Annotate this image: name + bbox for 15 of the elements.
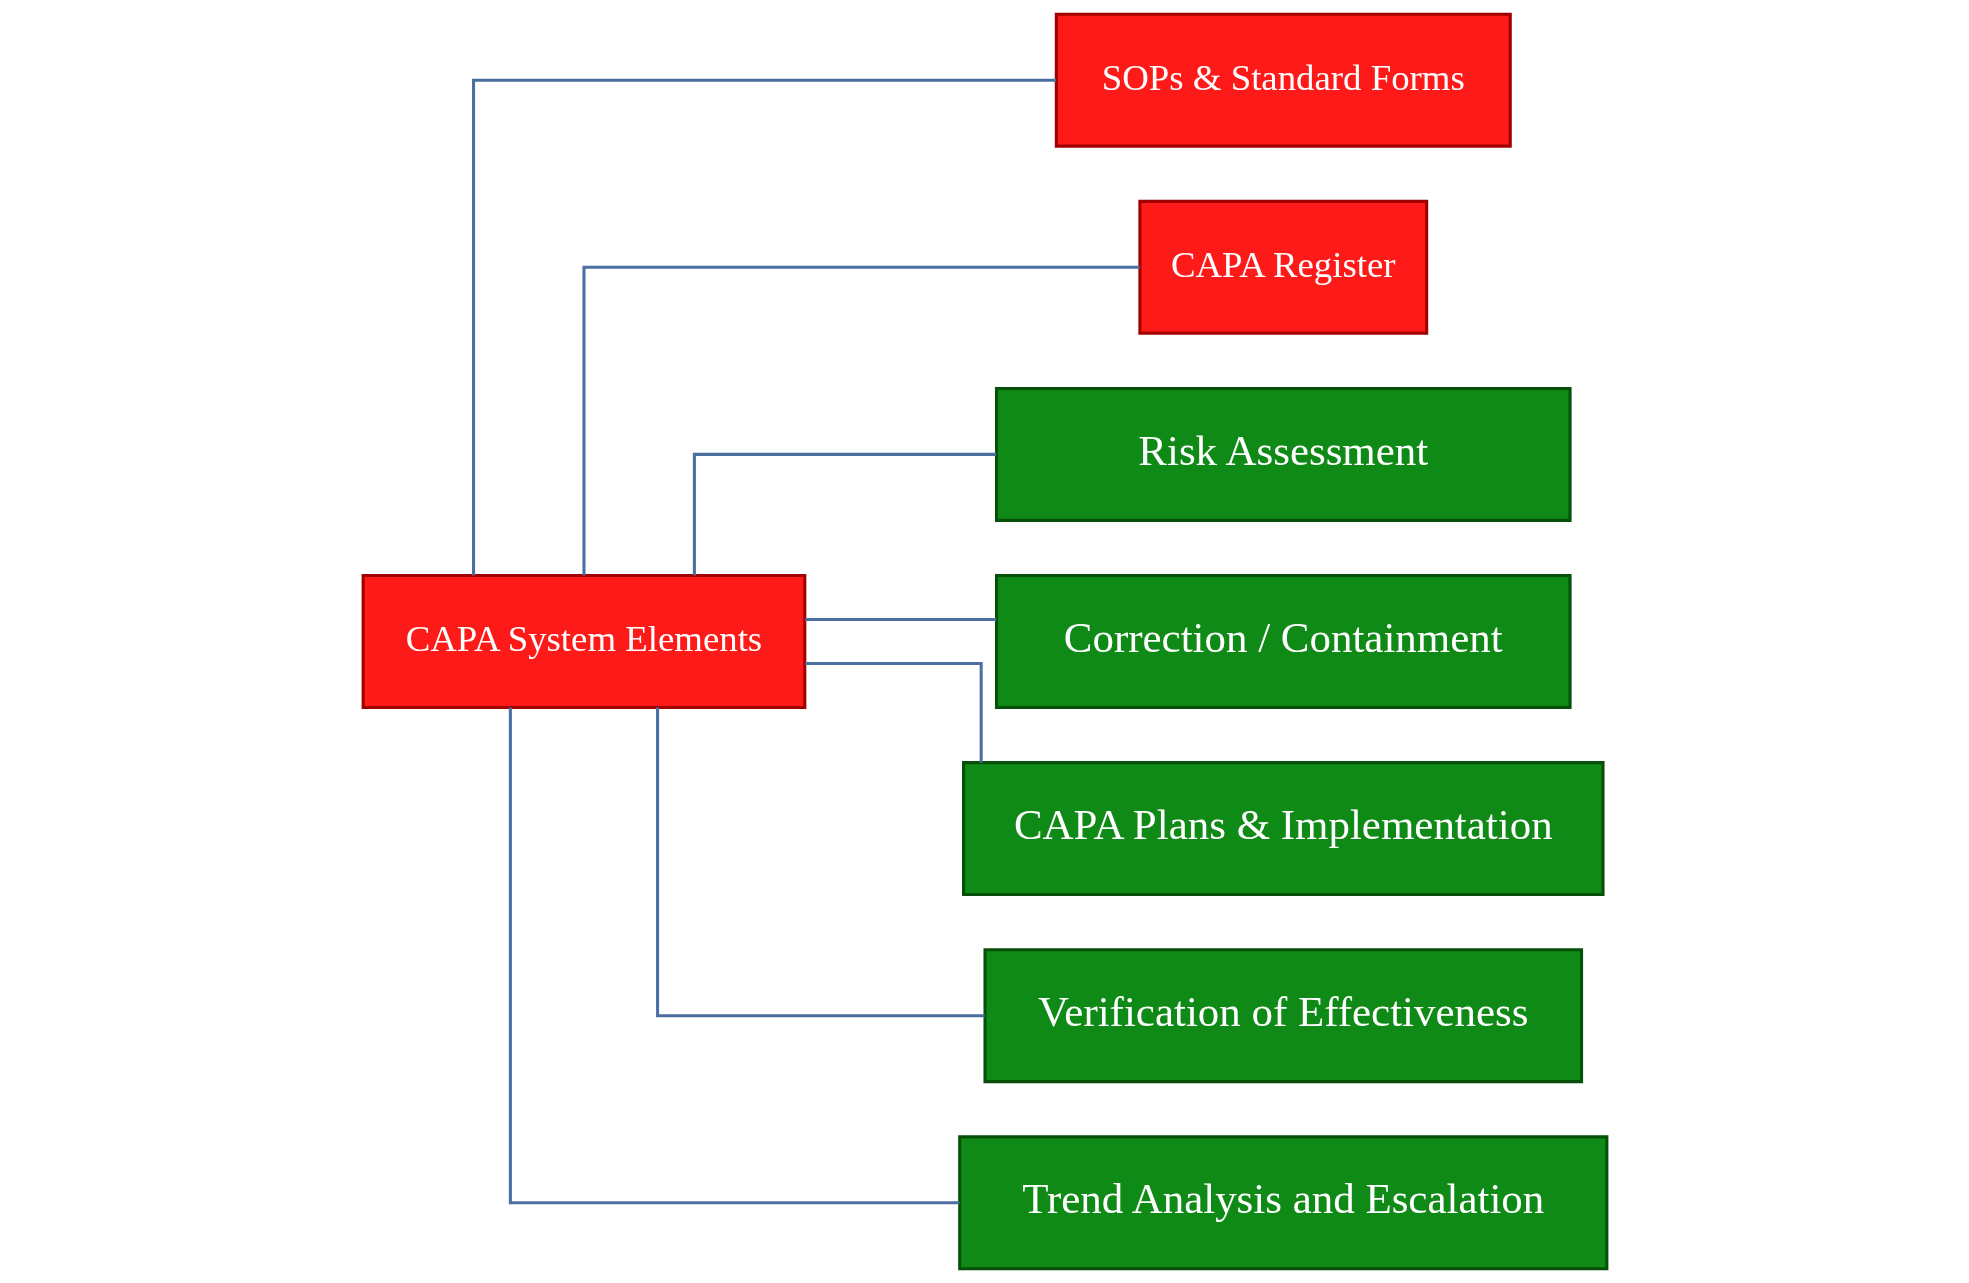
node-box: CAPA Plans & Implementation — [961, 761, 1605, 897]
connector — [804, 661, 983, 763]
node-box: SOPs & Standard Forms — [1054, 12, 1512, 148]
connector — [581, 265, 1140, 576]
node-box: Correction / Containment — [994, 574, 1572, 709]
node-box: CAPA System Elements — [361, 574, 806, 709]
connector — [804, 618, 996, 622]
node-box: CAPA Register — [1137, 199, 1428, 335]
connector — [508, 707, 959, 1205]
connector — [692, 452, 996, 576]
node-box: Trend Analysis and Escalation — [957, 1135, 1608, 1271]
node-box: Verification of Effectiveness — [982, 948, 1583, 1084]
node-box: Risk Assessment — [994, 386, 1572, 522]
connector — [655, 707, 985, 1018]
connector — [471, 78, 1056, 576]
